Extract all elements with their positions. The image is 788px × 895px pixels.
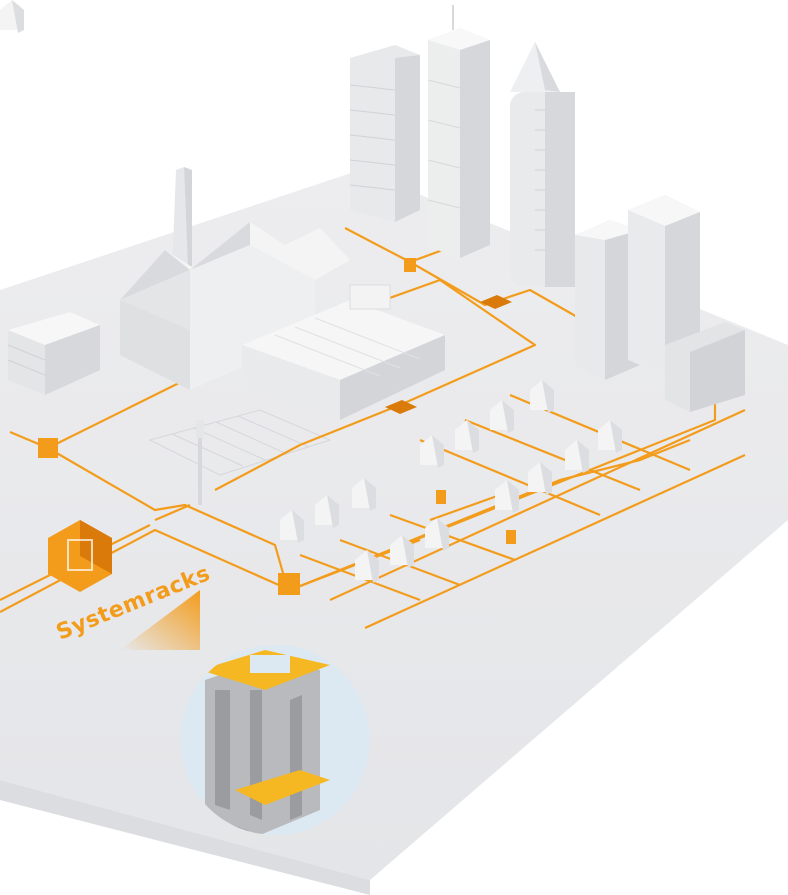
rack-detail bbox=[180, 645, 370, 835]
factory bbox=[120, 222, 350, 390]
tower bbox=[427, 5, 490, 260]
distribution-cabinets bbox=[38, 258, 516, 595]
ground-edge bbox=[0, 780, 370, 895]
accent-gradient bbox=[120, 590, 200, 650]
skyscraper bbox=[349, 45, 420, 222]
parking-lot bbox=[148, 409, 332, 476]
skyscraper bbox=[510, 42, 575, 287]
systemracks-icon bbox=[48, 520, 112, 592]
warehouse bbox=[242, 284, 445, 420]
chimney bbox=[172, 167, 192, 272]
houses bbox=[0, 0, 622, 583]
office-building bbox=[7, 312, 100, 395]
apartment-block bbox=[575, 195, 745, 412]
cell-tower bbox=[196, 420, 204, 505]
